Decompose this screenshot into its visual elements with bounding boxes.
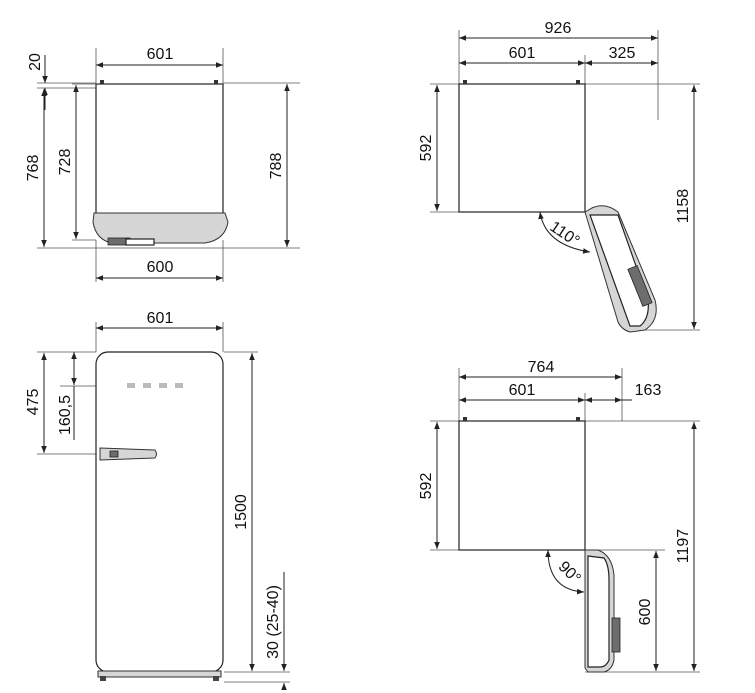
dim-90-door-depth: 600 [637,599,654,626]
dim-handle-offset: 160,5 [57,395,74,435]
dim-90-body-width: 601 [509,382,536,399]
dim-110-body-depth: 592 [418,135,435,162]
dim-front-height: 1500 [233,494,250,530]
open-110-body [458,83,586,213]
front-view-body [95,351,224,673]
dim-110-door-extra: 325 [609,45,636,62]
front-view: 601 475 160,5 1500 30 (25-40) [25,310,290,690]
dim-top-width: 601 [147,46,174,63]
dim-110-total-width: 926 [545,20,572,37]
dim-top-gap: 20 [27,53,44,71]
dim-90-body-depth: 592 [418,473,435,500]
angle-110-label: 110° [547,218,583,250]
dim-90-total-width: 764 [528,359,555,376]
dim-depth-total: 788 [268,153,285,180]
open-90-view: 90° 764 601 163 592 1197 600 [418,359,700,673]
top-view: 601 20 768 728 788 600 [25,46,300,282]
top-view-door [92,212,229,244]
dim-front-width: 601 [147,310,174,327]
open-90-body [458,420,586,551]
dim-110-body-width: 601 [509,45,536,62]
front-view-base [97,670,222,678]
dim-foot-clearance: 30 (25-40) [265,585,282,659]
dim-depth-inner: 728 [57,149,74,176]
dim-bottom-width: 600 [147,259,174,276]
open-110-view: 110° 926 601 325 592 1158 [418,20,700,333]
logo-badge [127,383,183,388]
top-view-body [95,83,224,215]
dim-logo-height: 475 [25,389,42,416]
dim-90-door-extra: 163 [635,382,662,399]
dim-depth-body: 768 [25,155,42,182]
front-view-handle [99,447,157,461]
dim-90-total-depth: 1197 [675,529,692,564]
dim-110-total-depth: 1158 [675,189,692,224]
